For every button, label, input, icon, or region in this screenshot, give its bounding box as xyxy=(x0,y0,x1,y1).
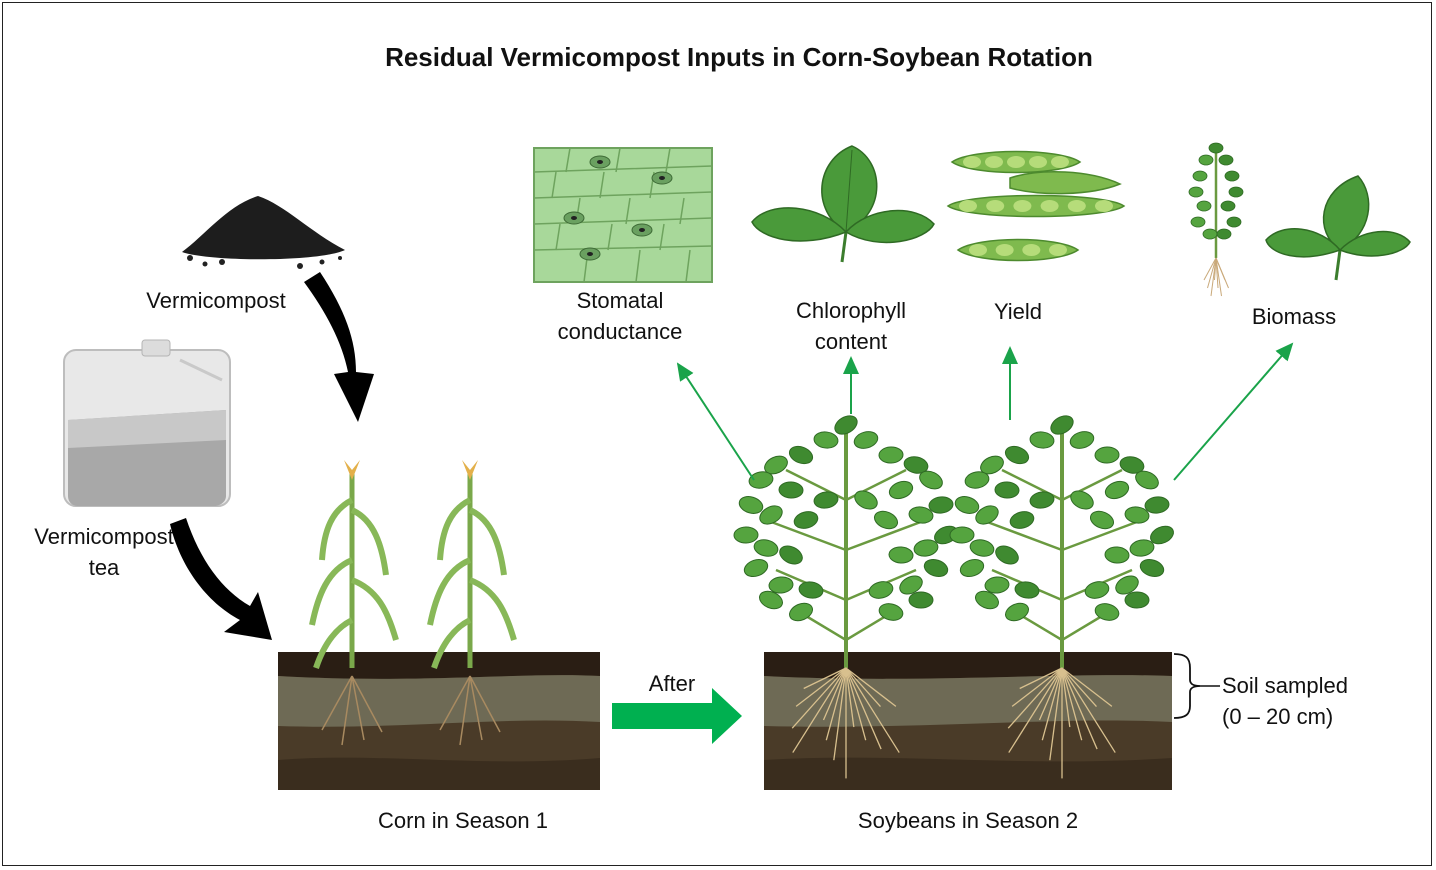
tea-to-corn-arrow xyxy=(170,518,272,640)
biomass-leaf-icon xyxy=(1265,175,1411,281)
biomass-label: Biomass xyxy=(1252,304,1336,329)
soybean-pods-icon xyxy=(946,150,1126,262)
to-stomatal-arrow xyxy=(676,362,755,481)
chlorophyll-label-line2: content xyxy=(815,329,887,354)
soil-sampled-label: Soil sampled xyxy=(1222,673,1348,698)
soybean-plant-2 xyxy=(949,415,1174,779)
yield-label: Yield xyxy=(994,299,1042,324)
vermicompost-tea-label-line1: Vermicompost xyxy=(34,524,173,549)
after-label: After xyxy=(649,671,695,696)
compost-to-corn-arrow xyxy=(304,272,374,422)
soil-depth-label: (0 – 20 cm) xyxy=(1222,704,1333,729)
chlorophyll-label-line1: Chlorophyll xyxy=(796,298,906,323)
soybean-plant-1 xyxy=(733,415,958,779)
trifoliate-leaf-icon xyxy=(751,145,935,263)
vermicompost-label: Vermicompost xyxy=(146,288,285,313)
soil-sample-bracket xyxy=(1173,653,1201,719)
corn-plant-2 xyxy=(427,460,517,746)
corn-season-label: Corn in Season 1 xyxy=(378,808,548,833)
stomatal-label-line2: conductance xyxy=(558,319,683,344)
after-flow-arrow xyxy=(612,688,742,744)
to-biomass-arrow xyxy=(1173,342,1294,481)
seedling-icon xyxy=(1188,142,1244,297)
soybean-soil-profile xyxy=(764,652,1172,790)
vermicompost-pile-icon xyxy=(182,196,345,269)
diagram-title: Residual Vermicompost Inputs in Corn-Soy… xyxy=(385,42,1093,72)
stomatal-tissue-icon xyxy=(533,147,713,283)
vermicompost-tea-label-line2: tea xyxy=(89,555,120,580)
stomatal-label-line1: Stomatal xyxy=(577,288,664,313)
soybean-season-label: Soybeans in Season 2 xyxy=(858,808,1078,833)
vermicompost-tea-jug-icon xyxy=(63,339,231,507)
corn-plant-1 xyxy=(309,460,399,746)
